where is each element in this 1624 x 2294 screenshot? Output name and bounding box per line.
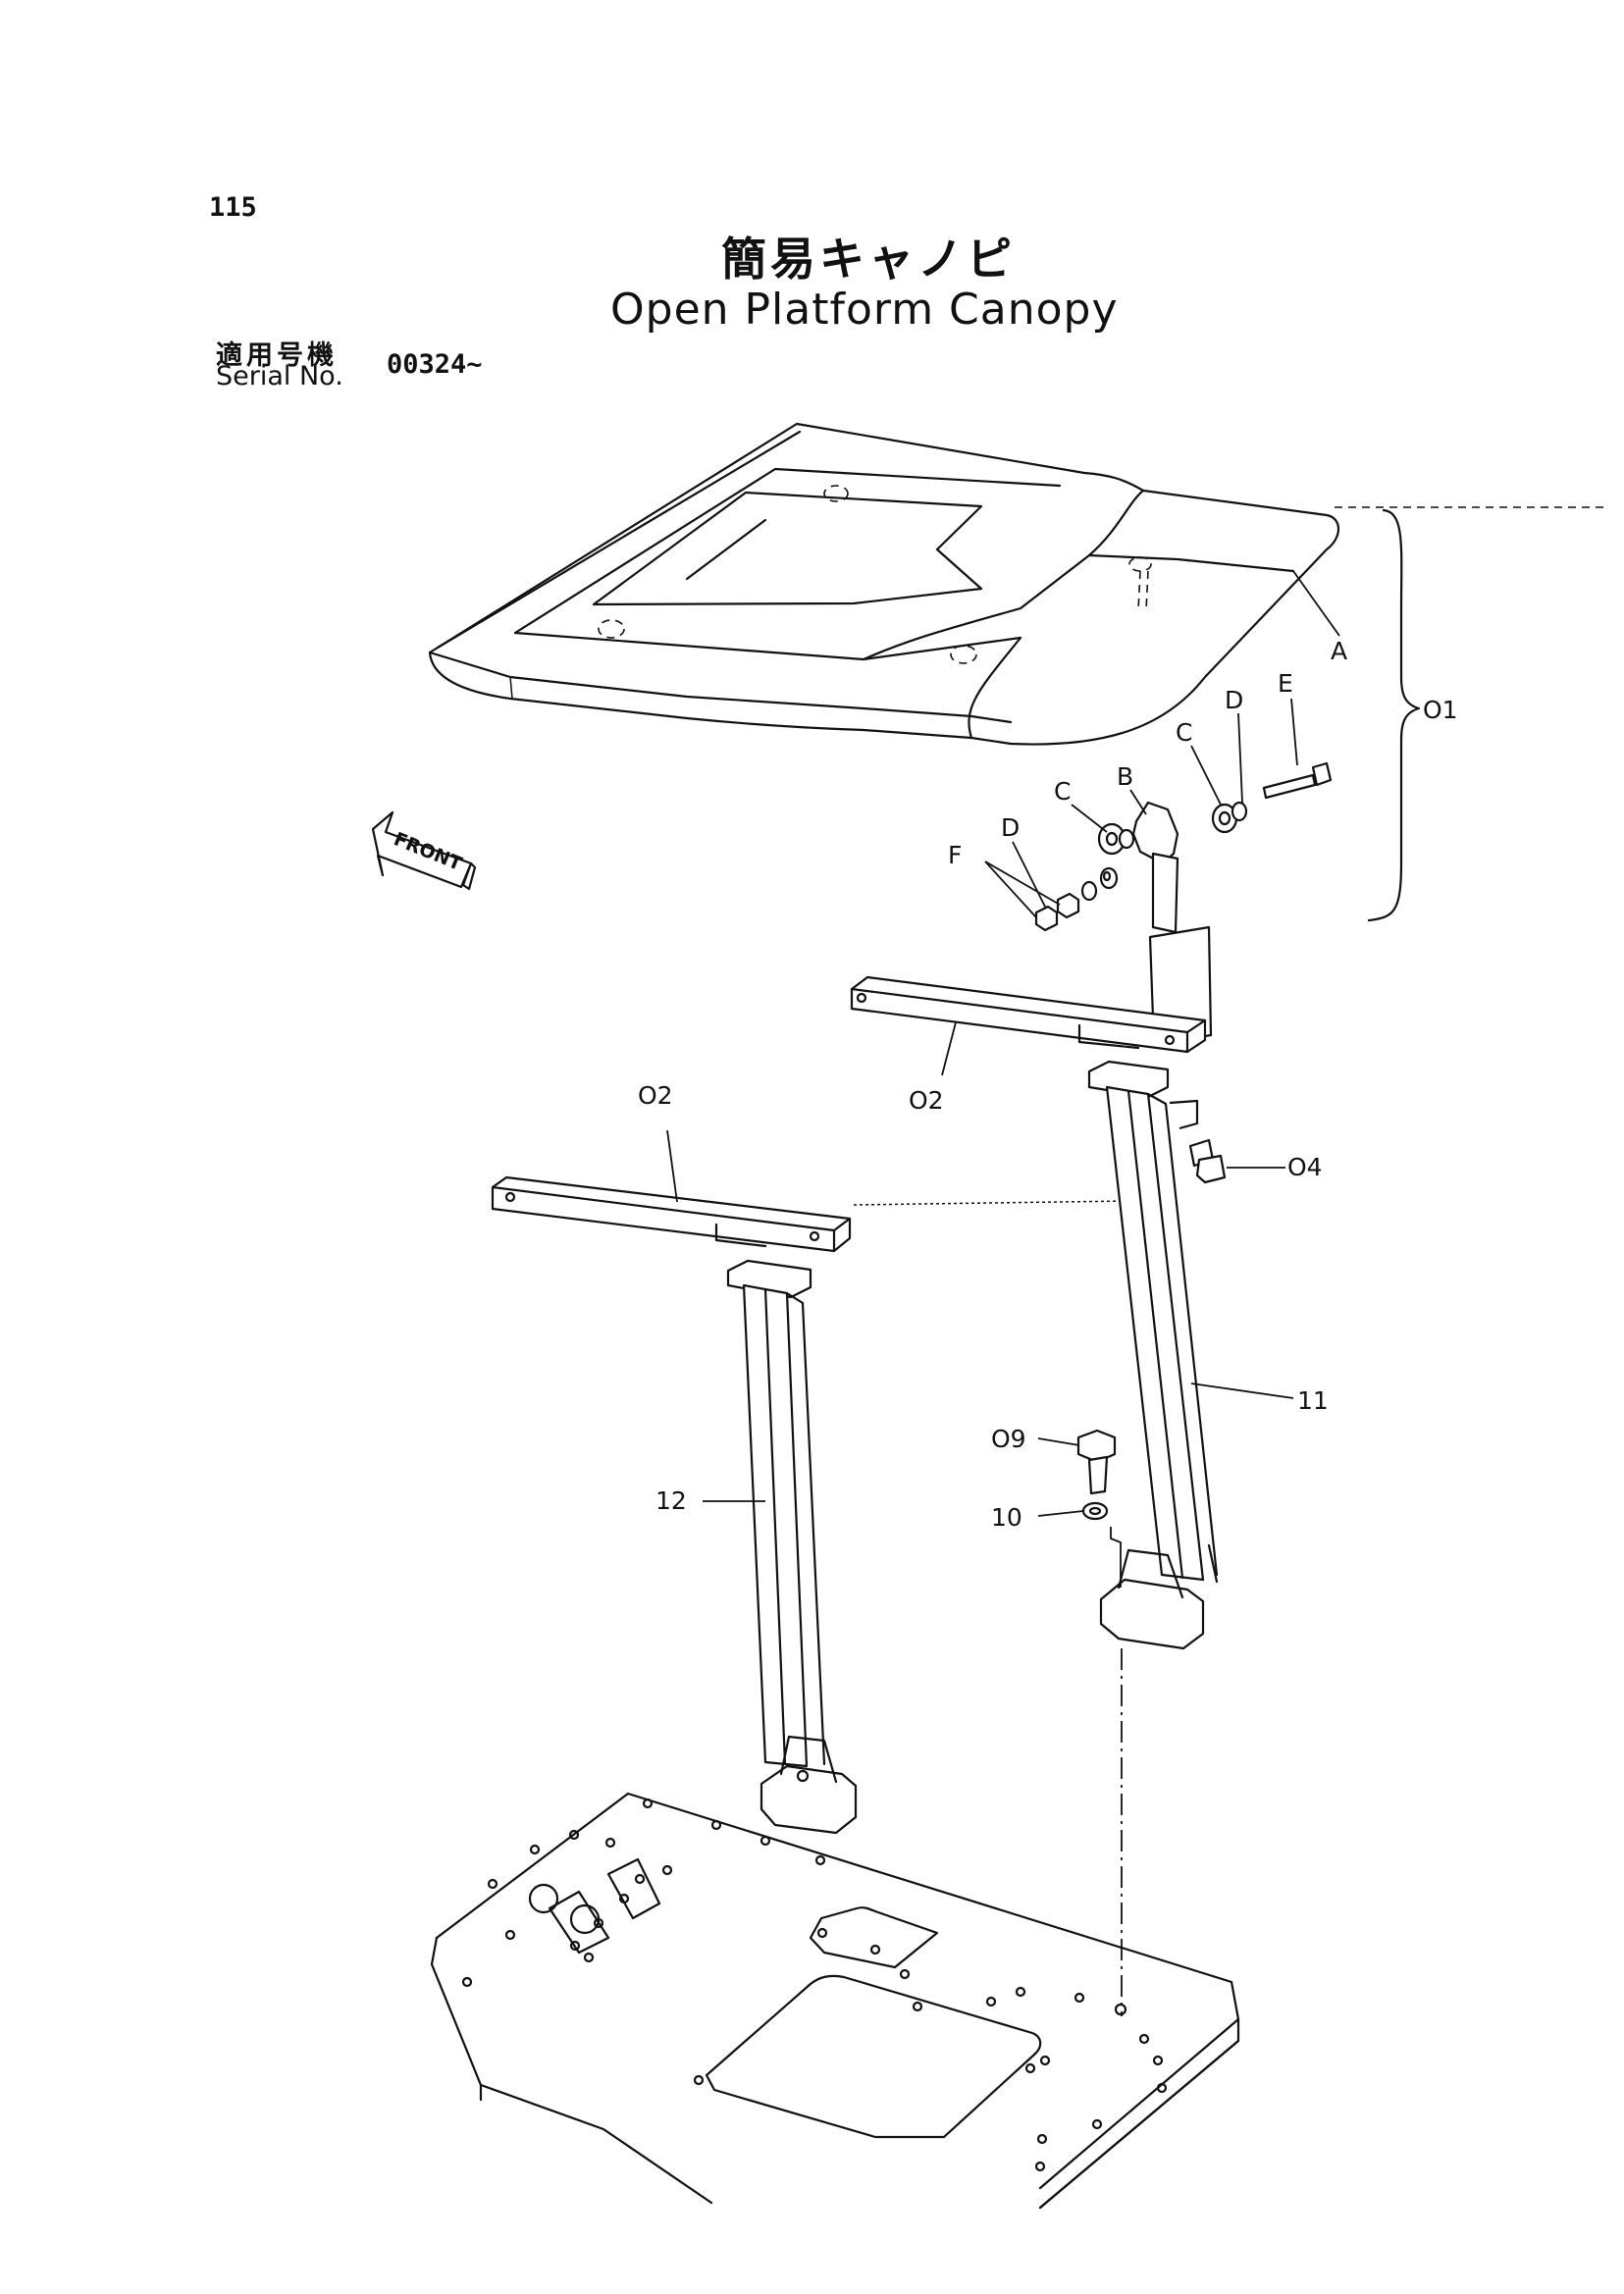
callout-12: 12 xyxy=(655,1486,687,1515)
serial-label-english: Serial No. xyxy=(216,361,343,391)
callout-09: O9 xyxy=(991,1425,1026,1453)
callout-c-left: C xyxy=(1054,777,1071,806)
callout-02-right: O2 xyxy=(909,1086,944,1115)
serial-label-japanese: 適用号機 xyxy=(216,340,338,371)
page-number: 115 xyxy=(209,192,257,223)
callout-11: 11 xyxy=(1297,1386,1329,1415)
frame-part-right xyxy=(850,975,1207,1054)
title-english: Open Platform Canopy xyxy=(610,285,1119,335)
title-japanese: 簡易キャノピ xyxy=(721,233,1016,286)
post-part-11 xyxy=(1087,1060,1219,1650)
serial-value: 00324~ xyxy=(387,349,483,380)
hinge-hardware xyxy=(1034,761,1333,1047)
callout-01: O1 xyxy=(1423,696,1458,724)
mounting-holes xyxy=(461,1798,1168,2172)
floor-plate xyxy=(430,1792,1240,2210)
post-part-12 xyxy=(726,1259,858,1835)
callout-e: E xyxy=(1278,669,1293,698)
callout-a: A xyxy=(1331,637,1347,665)
callout-d-left: D xyxy=(1001,813,1020,842)
frame-part-left xyxy=(491,1175,1129,1253)
callout-b: B xyxy=(1117,762,1133,791)
bolt-part-04 xyxy=(1188,1138,1227,1184)
callout-10: 10 xyxy=(991,1503,1022,1532)
callout-c-right: C xyxy=(1176,718,1192,747)
bolt-part-09 xyxy=(1076,1429,1117,1495)
leader-lines xyxy=(666,570,1340,1517)
washer-part-10 xyxy=(1081,1501,1109,1521)
canopy-roof-part xyxy=(428,422,1609,746)
front-direction-arrow: FRONT xyxy=(371,810,477,891)
callout-04: O4 xyxy=(1287,1153,1323,1181)
callout-d-right: D xyxy=(1225,686,1243,714)
callout-02-left: O2 xyxy=(638,1081,673,1110)
assembly-bracket xyxy=(1367,508,1421,922)
callout-f: F xyxy=(948,841,962,869)
